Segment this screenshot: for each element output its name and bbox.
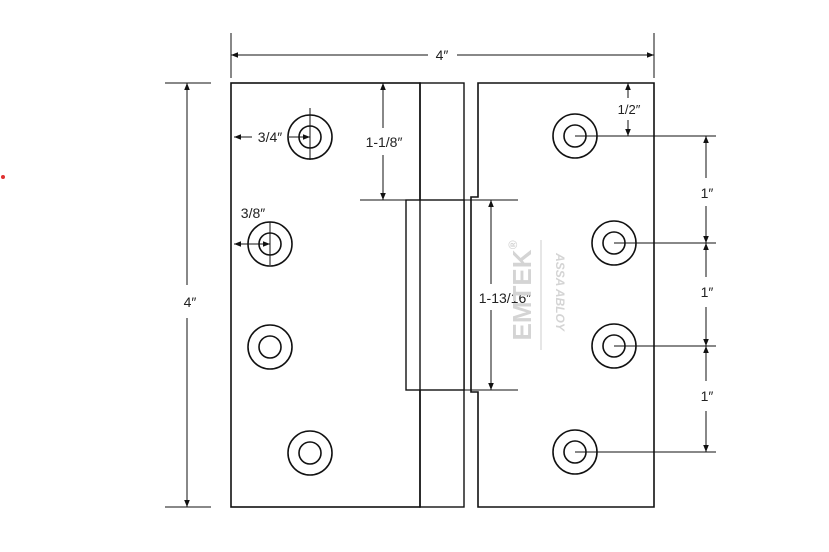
hole-spacing-dimensions [575, 136, 716, 453]
watermark-parent: ASSA ABLOY [553, 252, 567, 332]
countersunk-screw-hole-icon [247, 324, 293, 370]
right-leaf [470, 82, 655, 508]
overall-width-dimension [230, 33, 655, 78]
hole-offset-top-dimension [234, 108, 311, 160]
hole-spacing-label-3: 1″ [701, 388, 714, 404]
right-top-offset-label: 1/2″ [618, 102, 641, 117]
emtek-watermark: EMTEK ® [506, 240, 537, 340]
knuckle-top-offset-label: 1-1/8″ [366, 134, 403, 150]
hole-offset-top-label: 3/4″ [258, 129, 282, 145]
red-marker-dot [1, 175, 5, 179]
hole-spacing-label-1: 1″ [701, 185, 714, 201]
assa-abloy-watermark: ASSA ABLOY [553, 252, 567, 332]
knuckle-cutout [405, 199, 465, 391]
watermark-registered: ® [506, 240, 520, 249]
hole-offset-second-dimension [234, 222, 271, 265]
overall-height-dimension [165, 82, 211, 508]
watermark-brand: EMTEK [507, 249, 537, 340]
hole-spacing-label-2: 1″ [701, 284, 714, 300]
right-top-offset-dimension [575, 83, 716, 137]
knuckle-cutout-height-dimension [464, 199, 518, 391]
knuckle-top-offset-dimension [360, 83, 406, 201]
countersunk-screw-hole-icon [287, 430, 333, 476]
overall-width-label: 4″ [436, 47, 449, 63]
knuckle-cutout-height-label: 1-13/16″ [479, 290, 531, 306]
overall-height-label: 4″ [184, 294, 197, 310]
hole-offset-second-label: 3/8″ [241, 205, 265, 221]
